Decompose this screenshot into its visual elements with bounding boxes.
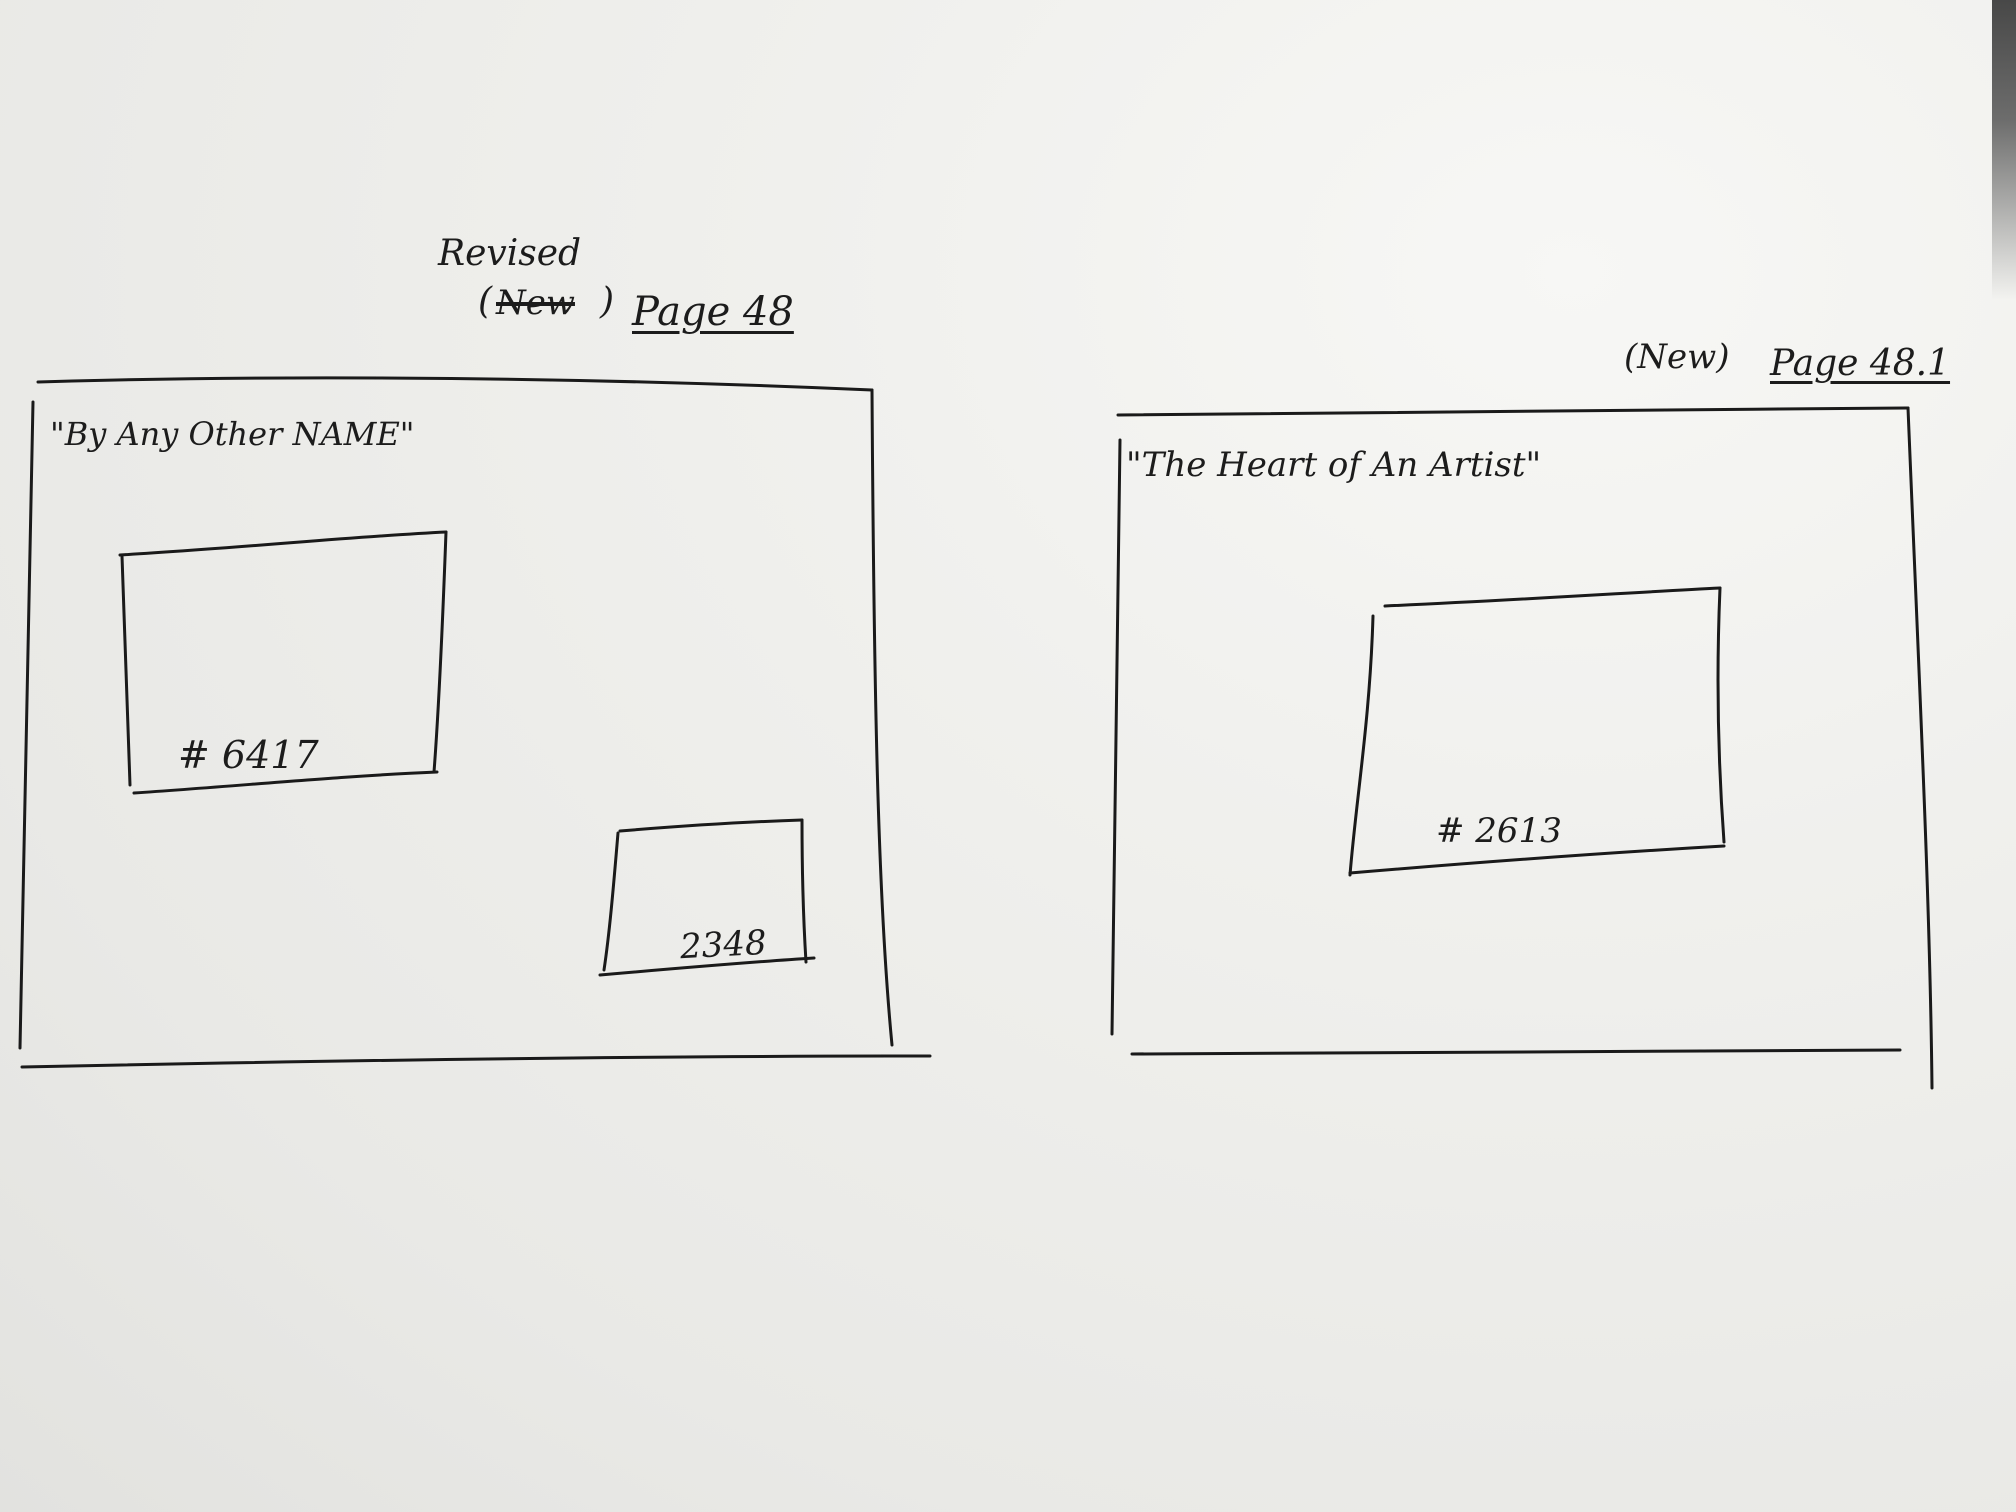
left-page-bottom-edge xyxy=(20,1054,932,1069)
revision-paren-close: ) xyxy=(600,281,615,322)
table-edge-shadow xyxy=(1992,0,2016,300)
right-page-right-edge xyxy=(1906,406,1934,1090)
right-page-label: Page 48.1 xyxy=(1770,343,1951,384)
photo-small-bottom-edge xyxy=(598,956,816,977)
photo-right-left-edge xyxy=(1348,614,1375,877)
revision-paren-open: ( xyxy=(478,281,493,322)
photo-right-number: # 2613 xyxy=(1436,811,1562,851)
left-page-right-edge xyxy=(870,388,894,1047)
photo-large-top-edge xyxy=(118,530,448,557)
photo-right-bottom-edge xyxy=(1348,844,1726,875)
photo-small-left-edge xyxy=(602,831,620,972)
right-page-left-edge xyxy=(1110,438,1122,1036)
left-page-label: Page 48 xyxy=(632,289,794,335)
left-page-top-edge xyxy=(36,376,874,392)
photo-large-right-edge xyxy=(432,530,448,774)
photo-large-number: # 6417 xyxy=(178,733,319,777)
revision-note: Revised xyxy=(438,233,582,274)
right-page-title: "The Heart of An Artist" xyxy=(1126,445,1542,485)
right-page-bottom-edge xyxy=(1130,1048,1902,1056)
left-page-left-edge xyxy=(18,400,35,1050)
photo-small-top-edge xyxy=(618,818,804,833)
left-page-title: "By Any Other NAME" xyxy=(50,415,415,453)
photo-large-left-edge xyxy=(120,554,132,787)
struck-word: New xyxy=(496,283,575,323)
photo-small-right-edge xyxy=(800,818,808,964)
photo-right-right-edge xyxy=(1716,586,1726,844)
photo-small-number: 2348 xyxy=(679,922,768,968)
photo-right-top-edge xyxy=(1383,586,1722,608)
photo-large-bottom-edge xyxy=(132,770,439,795)
right-status-note: (New) xyxy=(1624,337,1730,377)
right-page-top-edge xyxy=(1116,406,1910,417)
